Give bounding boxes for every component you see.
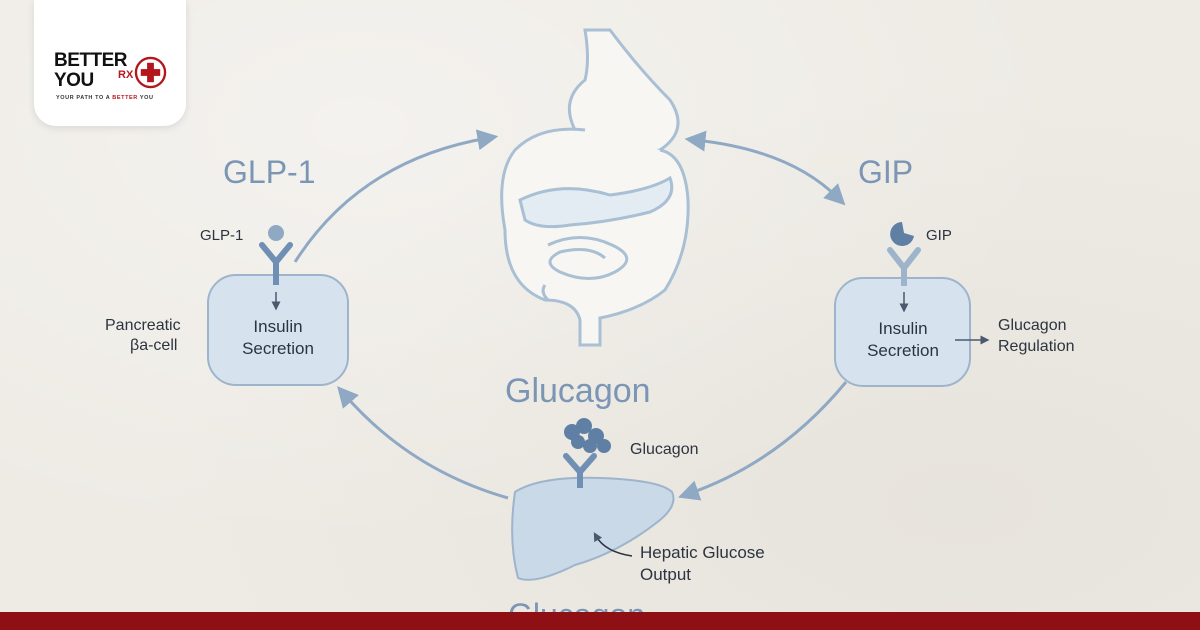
liver-icon xyxy=(511,418,675,581)
footer-bar xyxy=(0,612,1200,630)
medical-cross-icon xyxy=(134,56,167,89)
logo-rx: RX xyxy=(118,69,134,81)
arrow-right-to-liver xyxy=(678,381,848,501)
arrow-gut-to-right xyxy=(684,130,846,206)
gip-receptor-label: GIP xyxy=(926,227,952,244)
arrow-liver-to-left xyxy=(337,386,509,500)
glp1-ligand-icon xyxy=(268,225,284,241)
gip-title: GIP xyxy=(858,154,913,190)
gip-ligand-icon xyxy=(890,222,914,246)
glucagon-molecule-icon xyxy=(564,418,611,453)
glp1-receptor-icon xyxy=(259,242,293,267)
hepatic-output-label-1: Hepatic Glucose xyxy=(640,543,765,562)
arrow-left-to-gut xyxy=(293,129,499,263)
right-beta-cell xyxy=(834,222,990,387)
glucagon-regulation-label-2: Regulation xyxy=(998,338,1075,355)
left-beta-cell xyxy=(207,225,349,386)
glucagon-regulation-label-1: Glucagon xyxy=(998,317,1067,334)
pancreatic-label-1: Pancreatic xyxy=(105,317,181,334)
glp1-title: GLP-1 xyxy=(223,154,315,190)
glucagon-receptor-icon xyxy=(563,453,597,477)
liver-receptor-label: Glucagon xyxy=(630,441,699,458)
glp1-receptor-label: GLP-1 xyxy=(200,227,243,244)
hepatic-output-label-2: Output xyxy=(640,565,691,584)
tagline-text-2: YOU xyxy=(137,95,154,101)
logo-text-you: YOU xyxy=(54,70,94,91)
right-insulin-label: Insulin xyxy=(878,319,927,338)
brand-logo[interactable]: BETTER YOU RX YOUR PATH TO A BETTER YOU xyxy=(34,0,186,126)
glucagon-title: Glucagon xyxy=(505,372,651,410)
right-secretion-label: Secretion xyxy=(867,341,939,360)
logo-tagline: YOUR PATH TO A BETTER YOU xyxy=(56,95,154,101)
digestive-system-icon xyxy=(500,28,690,347)
left-secretion-label: Secretion xyxy=(242,339,314,358)
pancreatic-label-2: βa-cell xyxy=(130,337,177,354)
tagline-highlight: BETTER xyxy=(112,95,138,101)
gip-receptor-icon xyxy=(887,247,921,273)
tagline-text-1: YOUR PATH TO A xyxy=(56,95,113,101)
logo-text-better: BETTER xyxy=(54,50,128,71)
left-insulin-label: Insulin xyxy=(253,317,302,336)
